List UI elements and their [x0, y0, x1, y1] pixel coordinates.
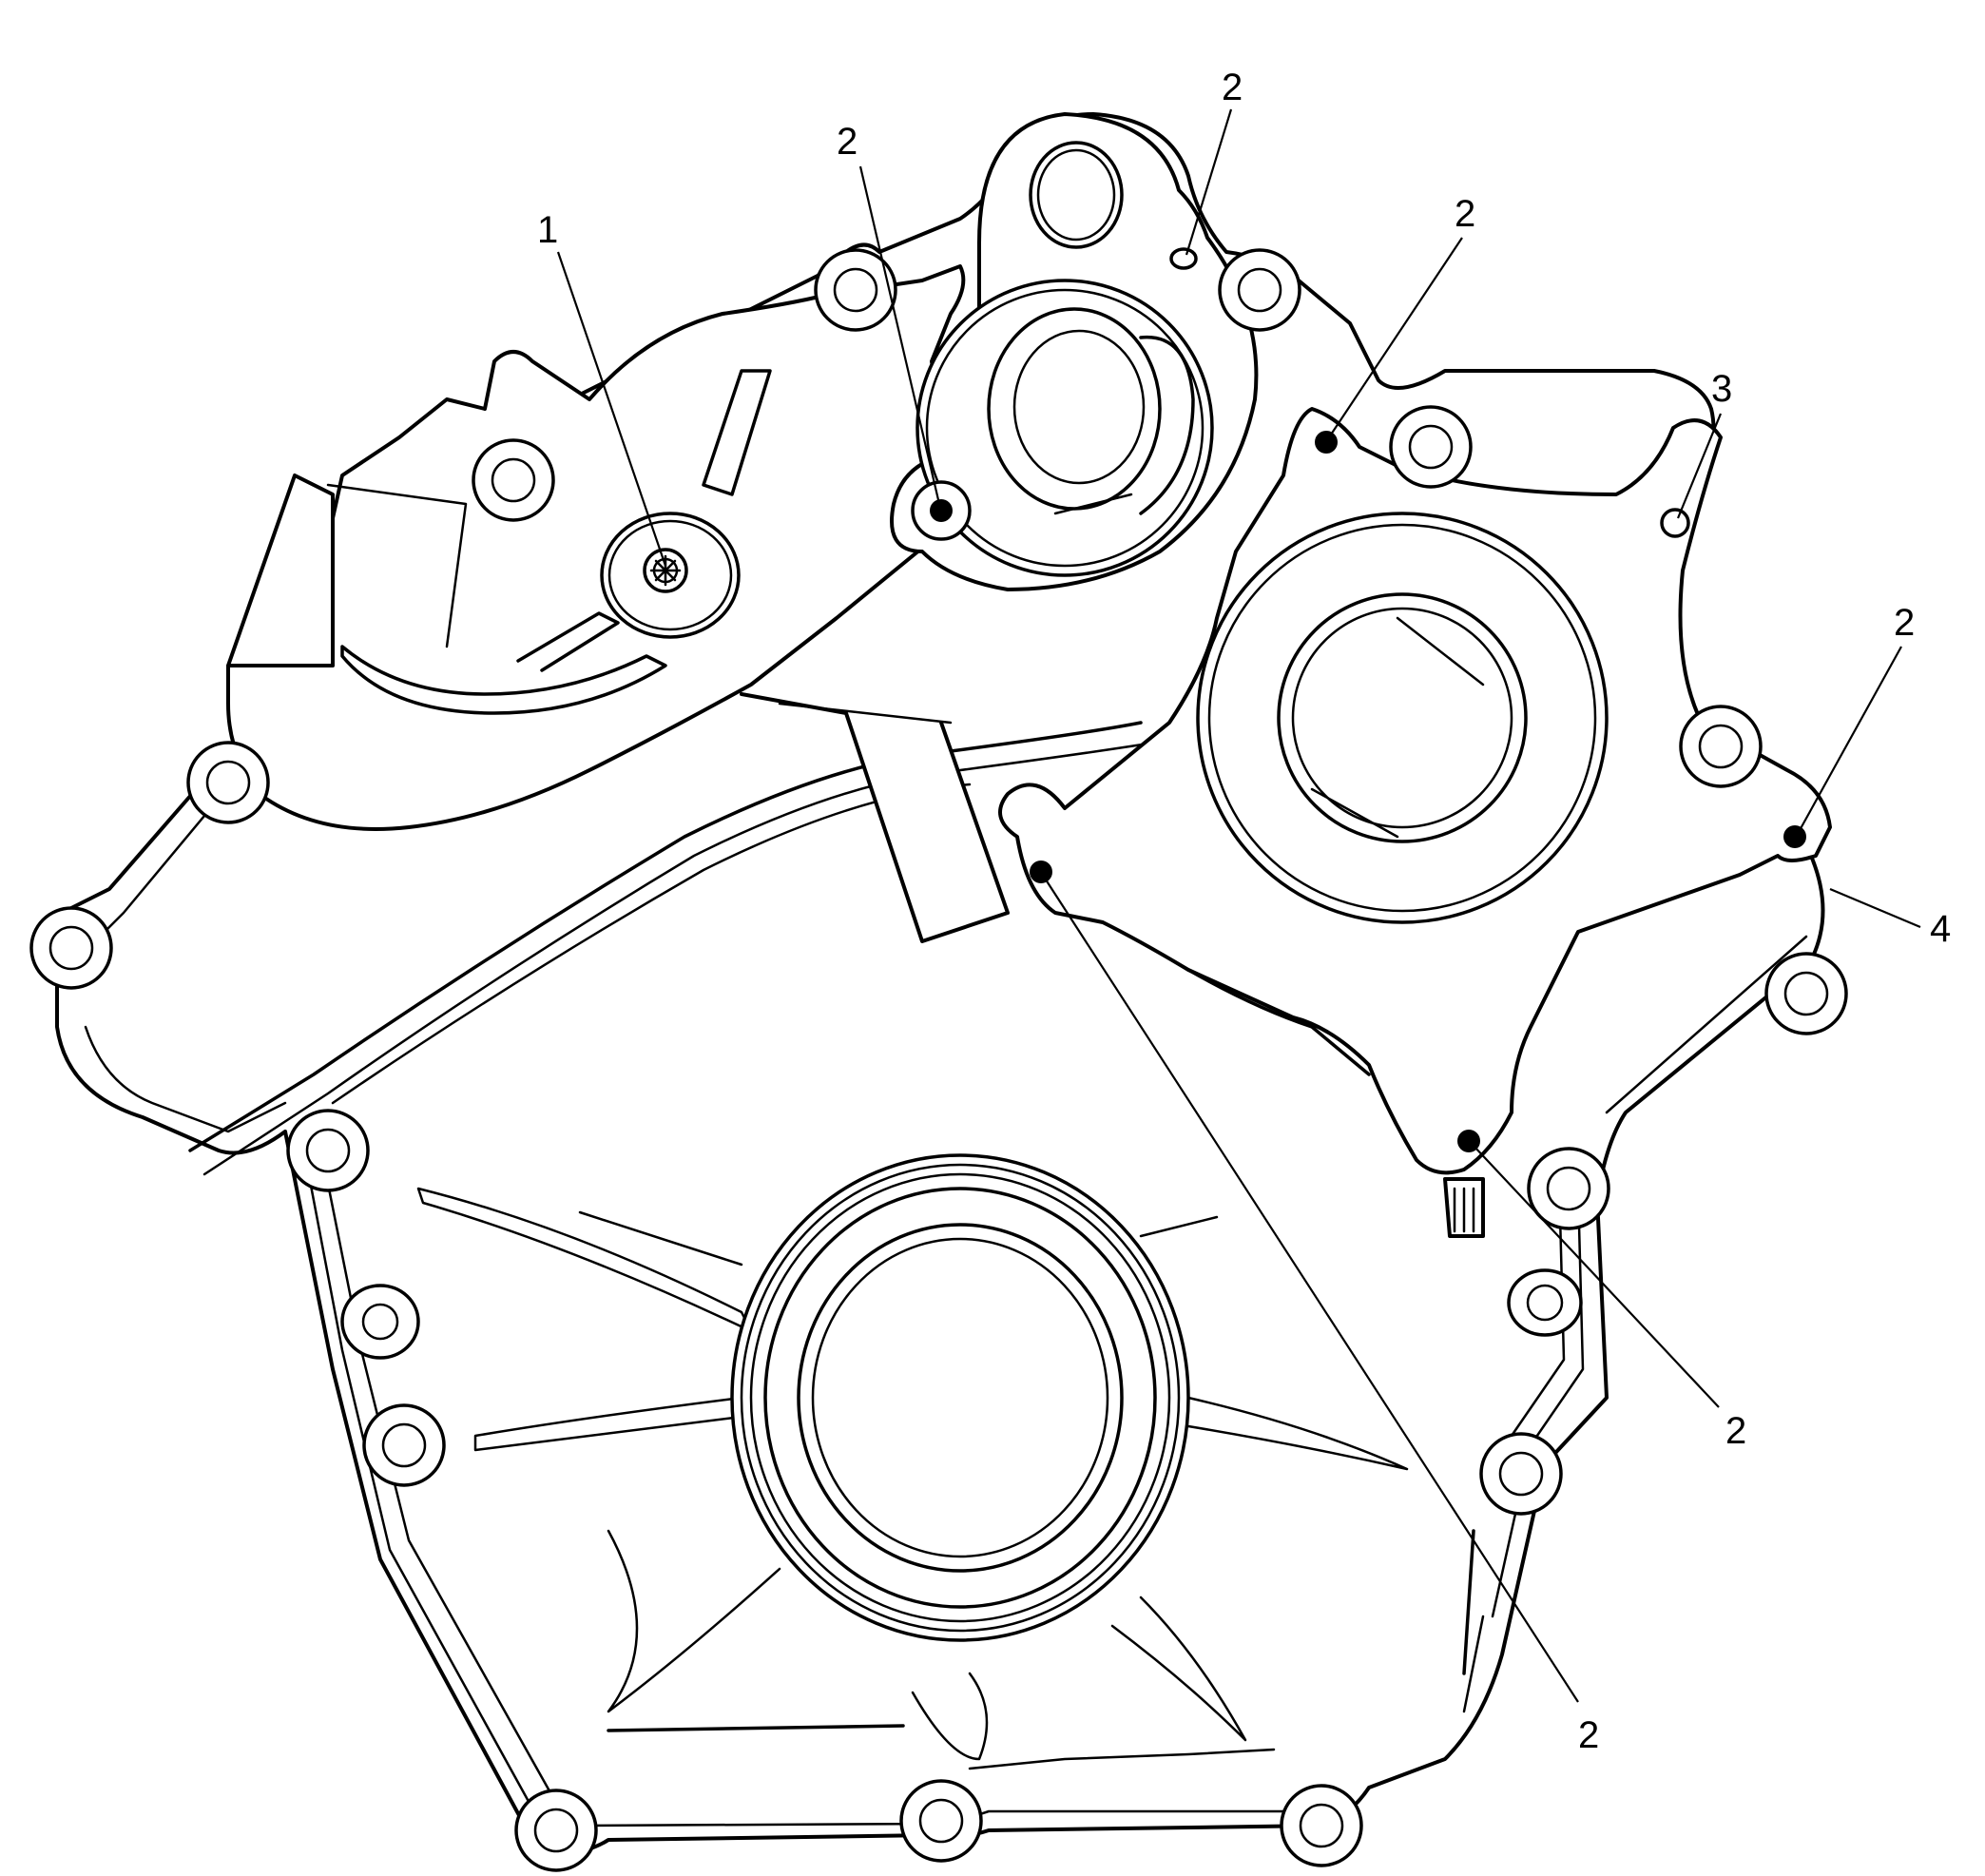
bolt-boss [899, 1779, 983, 1863]
fastener-point [911, 480, 972, 541]
leader-line [1328, 237, 1463, 438]
callout-2-thermostat-left: 2 [837, 121, 858, 163]
bolt-boss [1527, 1147, 1610, 1230]
bolt-boss [362, 1403, 446, 1487]
fastener-point [1315, 431, 1338, 454]
fastener-point [1169, 247, 1198, 270]
bolt-boss [1218, 248, 1301, 332]
callout-3: 3 [1711, 368, 1732, 410]
lower-seal [416, 1153, 1409, 1761]
callout-2-plate-top: 2 [1455, 193, 1475, 235]
callout-4: 4 [1930, 908, 1951, 950]
leader-line [556, 251, 667, 567]
bolt-boss [1764, 952, 1848, 1035]
callout-2-plate-left: 2 [1578, 1714, 1599, 1756]
bolt-bosses [29, 248, 1848, 1872]
bolt-boss [1280, 1784, 1363, 1867]
callout-2-plate-bottom: 2 [1725, 1410, 1746, 1452]
callout-1: 1 [537, 209, 558, 251]
leader-line [1829, 887, 1921, 929]
bolt-boss [1679, 705, 1763, 788]
bolt-boss [1389, 405, 1473, 489]
callout-2-thermostat-top: 2 [1222, 67, 1243, 108]
bolt-boss [29, 906, 113, 990]
bolt-boss [814, 248, 897, 332]
leader-lines [556, 108, 1921, 1703]
leader-line [1798, 646, 1902, 833]
leader-line [1043, 876, 1579, 1703]
leader-line [1676, 413, 1723, 519]
bolt-boss [514, 1789, 598, 1872]
bolt-boss [286, 1109, 370, 1192]
fastener-point [1783, 825, 1806, 848]
bolt-boss [1507, 1268, 1583, 1337]
callout-labels: 1 2 2 2 3 2 4 2 2 [537, 67, 1951, 1756]
sensor-boss [600, 512, 741, 639]
fastener-point [1030, 861, 1052, 883]
callout-2-plate-right: 2 [1894, 602, 1915, 644]
leader-line [858, 165, 941, 505]
upper-housing [890, 112, 1259, 591]
bolt-boss [472, 438, 555, 522]
bolt-boss [186, 741, 270, 824]
upper-casting [188, 264, 1162, 1176]
pump-plate [998, 407, 1832, 1238]
leader-line [1185, 108, 1233, 256]
leader-line [1473, 1145, 1720, 1408]
bolt-boss [340, 1284, 420, 1360]
bolt-boss [1479, 1432, 1563, 1516]
bolt-boss [1660, 508, 1690, 538]
